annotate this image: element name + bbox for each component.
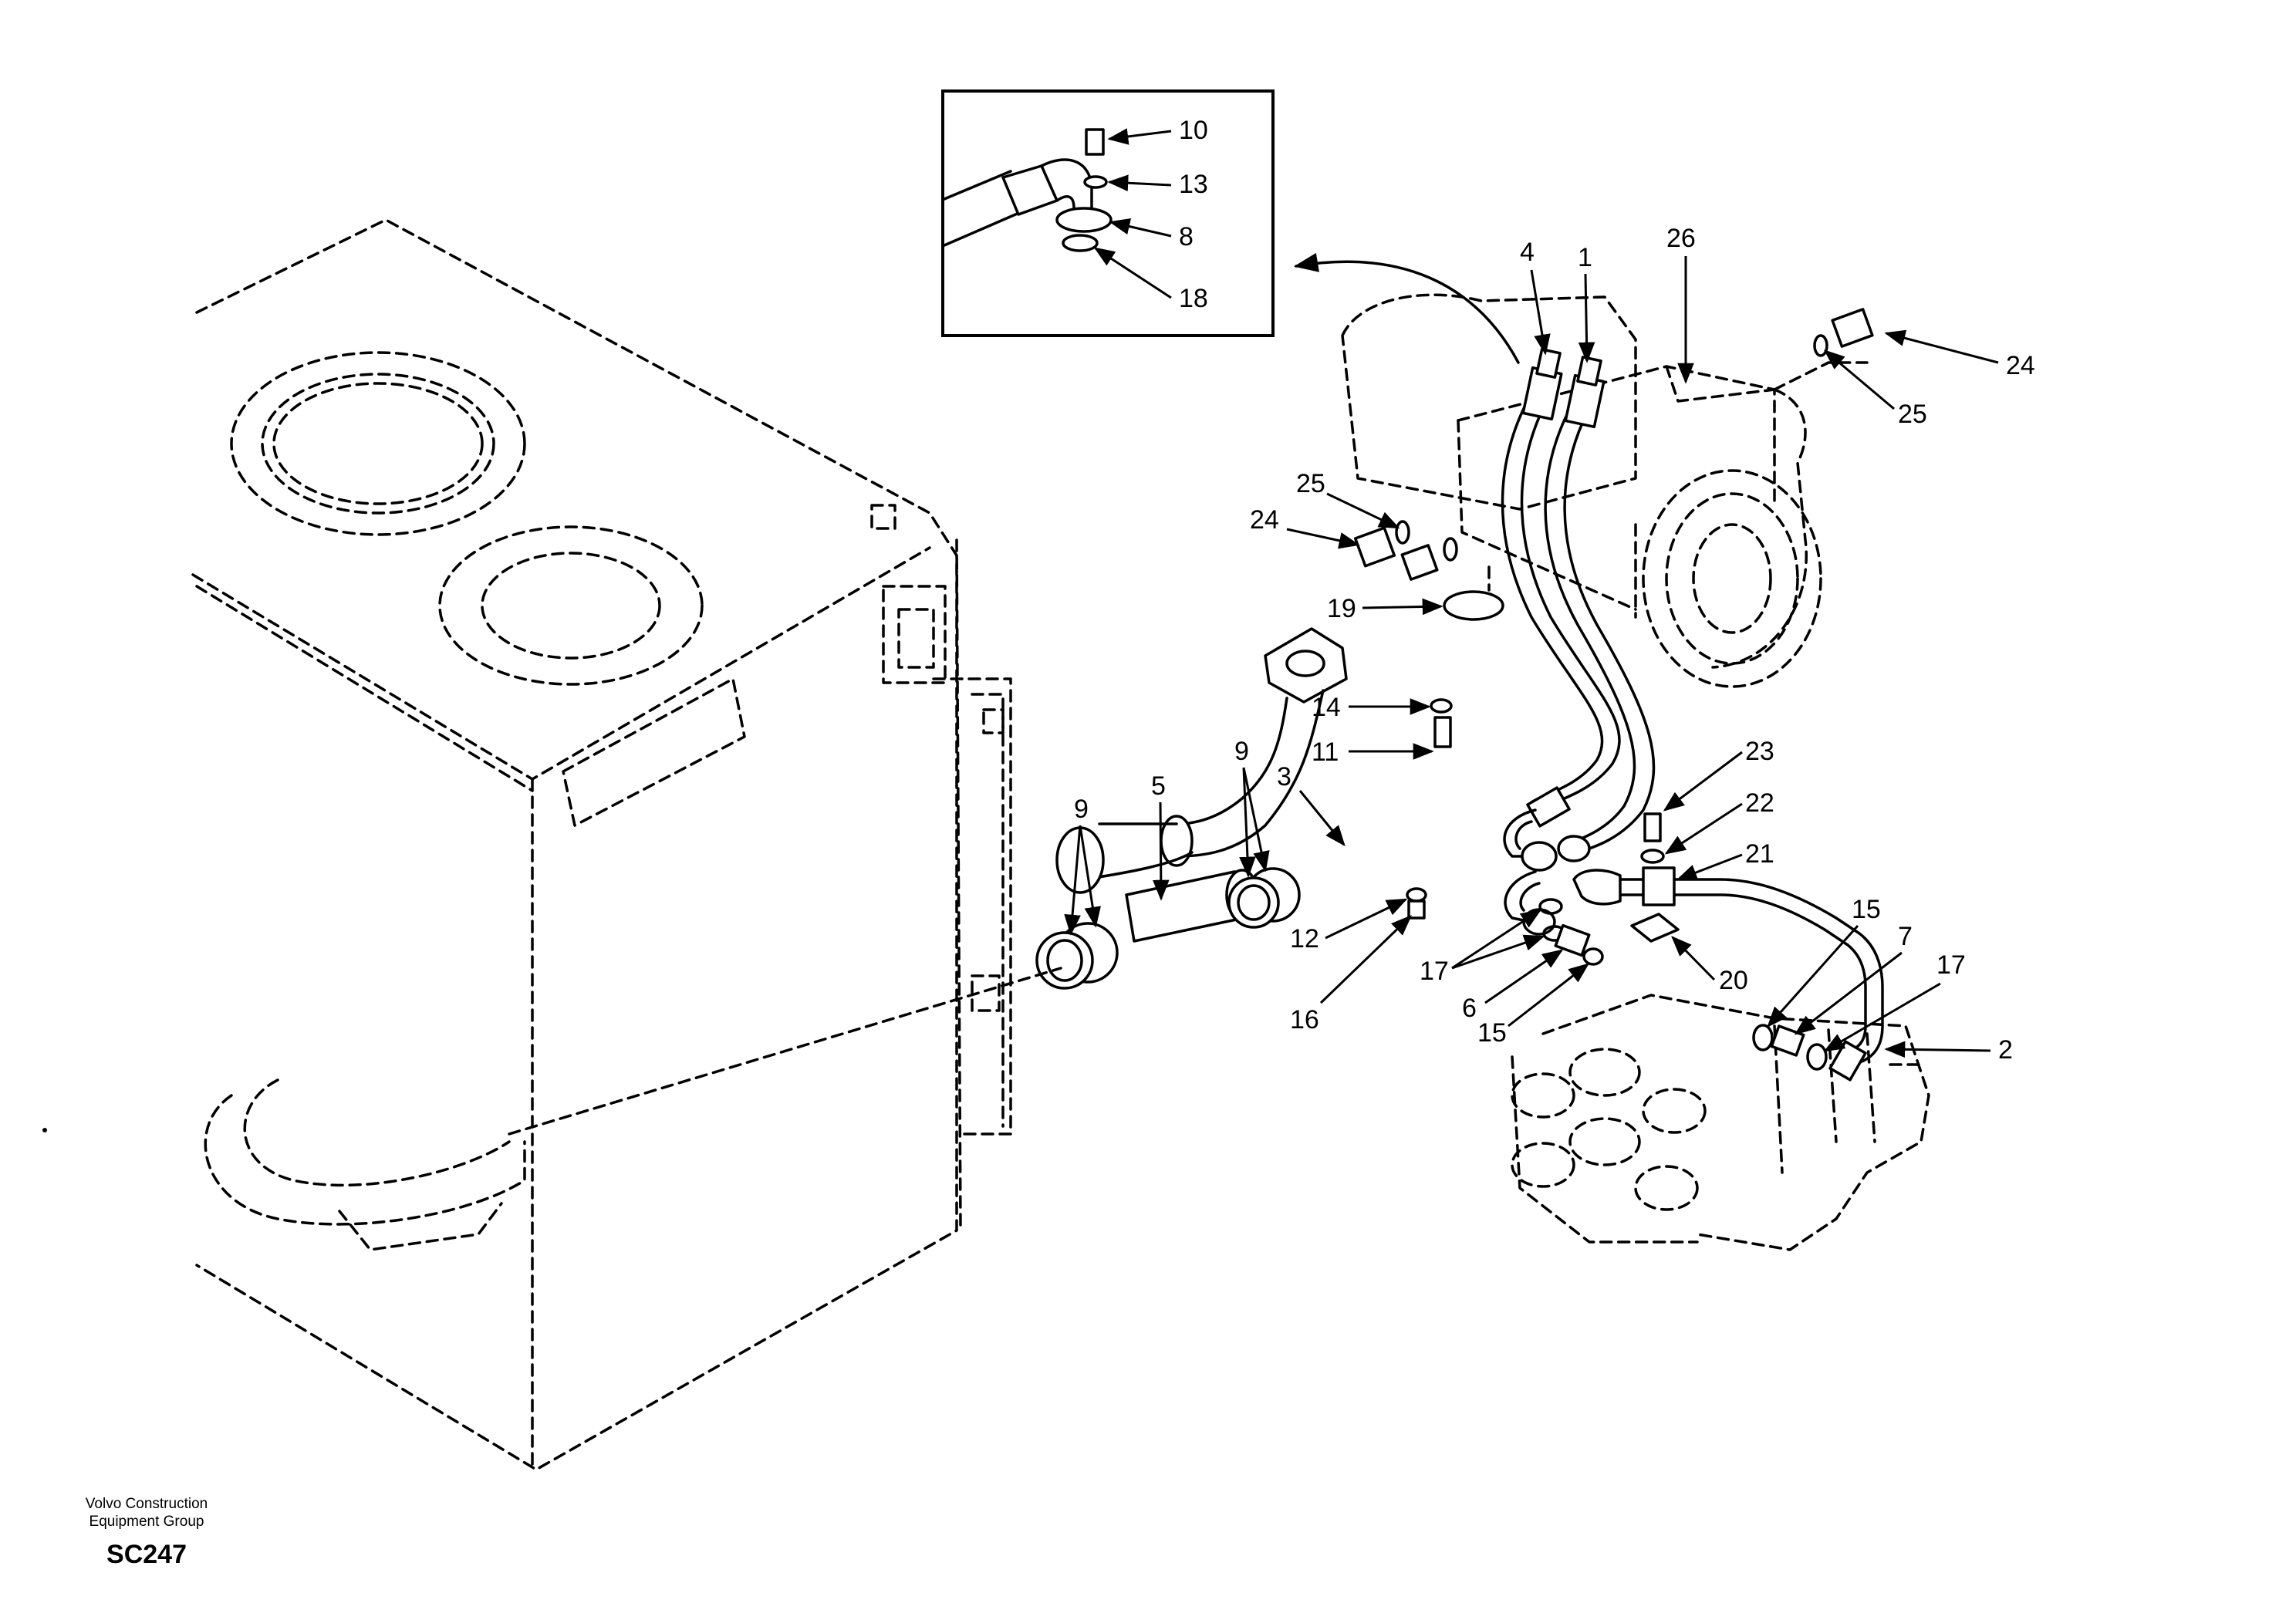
callout-21: 21: [1745, 839, 1774, 869]
o-ring-19: [1443, 590, 1504, 621]
pipe-2: [1572, 869, 1884, 1082]
plug-16: [1407, 899, 1426, 920]
callout-13: 13: [1179, 170, 1208, 199]
callout-18: 18: [1179, 284, 1208, 313]
o-ring-25b: [1443, 537, 1458, 562]
hydraulic-pump: [1341, 293, 1869, 688]
detail-reference-arrow: [1293, 252, 1520, 364]
washer-22: [1640, 849, 1665, 864]
callout-20: 20: [1719, 966, 1748, 995]
callouts: 10 13 8 18 4 1 26 24 25 25 24 19 14 11 3…: [1064, 116, 2035, 1065]
o-ring-25a: [1395, 520, 1410, 545]
callout-16: 16: [1290, 1005, 1319, 1034]
assembly-line: [508, 967, 1062, 1136]
callout-15-right: 15: [1852, 895, 1881, 924]
publisher-footer: Volvo Construction Equipment Group SC247: [46, 1495, 247, 1570]
callout-26: 26: [1666, 224, 1696, 253]
callout-19: 19: [1327, 594, 1356, 623]
detail-inset: [941, 89, 1275, 337]
callout-25-right: 25: [1898, 400, 1927, 429]
callout-24-right: 24: [2006, 351, 2035, 380]
adapter-6: [1554, 923, 1591, 957]
callout-1: 1: [1578, 243, 1592, 272]
callout-3: 3: [1277, 762, 1292, 791]
callout-24-left: 24: [1250, 505, 1279, 535]
callout-7: 7: [1898, 922, 1913, 951]
callout-2: 2: [1998, 1035, 2013, 1065]
washer-12: [1406, 887, 1427, 903]
control-valve: [1511, 994, 1930, 1251]
callout-8: 8: [1179, 222, 1194, 251]
publisher-line-2: Equipment Group: [89, 1514, 204, 1530]
callout-10: 10: [1179, 116, 1208, 145]
hose-clamp-9b: [1227, 867, 1301, 929]
sensor-24b: [1400, 544, 1439, 581]
callout-15-left: 15: [1477, 1018, 1507, 1048]
washer-14: [1430, 698, 1453, 714]
hose-1: [1544, 356, 1656, 854]
sensor-24a: [1353, 526, 1396, 568]
publisher-line-1: Volvo Construction: [85, 1496, 208, 1512]
callout-17-left: 17: [1420, 957, 1449, 986]
callout-25-left: 25: [1296, 469, 1325, 498]
hose-clamp-9a: [1035, 922, 1119, 990]
o-ring-17a: [1538, 898, 1563, 915]
callout-9-left: 9: [1074, 795, 1089, 824]
sensor-24c: [1831, 308, 1874, 348]
o-ring-15a: [1582, 947, 1604, 966]
callout-9-right: 9: [1234, 737, 1249, 766]
callout-23: 23: [1745, 737, 1774, 766]
callout-5: 5: [1151, 771, 1166, 801]
plate-20: [1630, 913, 1680, 943]
callout-6: 6: [1462, 994, 1477, 1023]
clamp-21: [1642, 866, 1676, 906]
bolt-23: [1643, 812, 1662, 842]
drawing-code: SC247: [106, 1540, 187, 1569]
callout-12: 12: [1290, 924, 1319, 953]
o-ring-15b: [1752, 1024, 1774, 1051]
bolt-11: [1433, 716, 1452, 748]
callout-17-right: 17: [1936, 950, 1966, 980]
callout-11: 11: [1312, 737, 1339, 767]
callout-4: 4: [1520, 238, 1535, 267]
hose-4: [1501, 348, 1621, 812]
callout-22: 22: [1745, 788, 1774, 818]
suction-pipe-3: [1055, 627, 1348, 894]
callout-14: 14: [1312, 693, 1341, 722]
hydraulic-tank: [191, 218, 1012, 1471]
o-ring-25c: [1813, 334, 1828, 357]
o-ring-17c: [1806, 1043, 1828, 1071]
